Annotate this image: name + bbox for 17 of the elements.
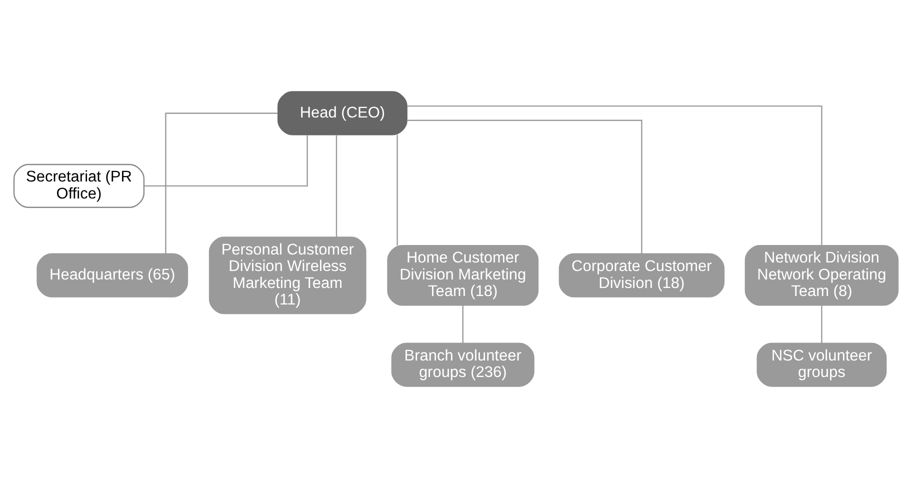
connector xyxy=(336,134,338,236)
node-box: Secretariat (PR Office) xyxy=(13,163,145,208)
connector xyxy=(407,119,642,254)
connector xyxy=(821,305,822,343)
node-box: Home Customer Division Marketing Team (18) xyxy=(387,244,539,306)
node-box: Headquarters (65) xyxy=(36,252,188,297)
node-box: Head (CEO) xyxy=(277,90,408,135)
node-box: Corporate Customer Division (18) xyxy=(558,252,725,297)
connector xyxy=(407,104,822,245)
node-box: NSC volunteer groups xyxy=(756,342,887,386)
node-box: Network Division Network Operating Team (8) xyxy=(744,244,899,306)
connector xyxy=(165,112,278,254)
connector xyxy=(396,134,398,245)
node-box: Branch volunteer groups (236) xyxy=(391,342,534,386)
node-box: Personal Customer Division Wireless Marketing Team (11) xyxy=(208,236,366,314)
connector xyxy=(144,134,308,186)
connector xyxy=(462,305,464,343)
